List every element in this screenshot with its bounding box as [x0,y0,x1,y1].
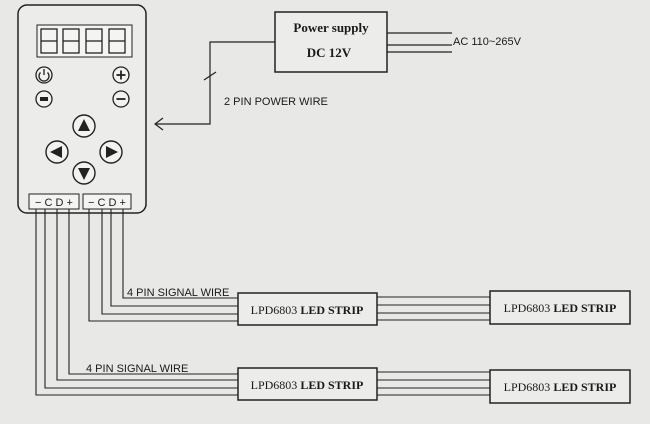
power-icon[interactable] [35,66,53,84]
power-supply-voltage: DC 12V [307,45,352,60]
mode-icon[interactable] [35,90,53,108]
led-strip-1: LPD6803 LED STRIP [237,292,378,326]
signal-wire-label-bottom: 4 PIN SIGNAL WIRE [86,363,188,375]
ac-input-wires [387,32,452,53]
display-digits [40,28,126,54]
led-strip-4: LPD6803 LED STRIP [489,369,631,404]
signal-wire-top [88,209,238,322]
led-strip-3: LPD6803 LED STRIP [237,367,378,401]
led-strip-label: LPD6803 LED STRIP [504,301,617,315]
strip-link-bottom [377,371,490,396]
controller: − C D + − C D + [17,4,147,214]
up-arrow-icon[interactable] [72,114,96,138]
power-wire-label: 2 PIN POWER WIRE [224,96,328,108]
minus-icon[interactable] [112,90,130,108]
output-port-left [28,193,80,210]
signal-wire-label-top: 4 PIN SIGNAL WIRE [127,287,229,299]
plus-icon[interactable] [112,66,130,84]
down-arrow-icon[interactable] [72,161,96,185]
port-right-label: − C D + [88,197,126,209]
signal-wire-bottom [35,209,238,396]
led-strip-label: LPD6803 LED STRIP [504,380,617,394]
right-arrow-icon[interactable] [99,140,123,164]
strip-link-top [377,296,490,321]
led-strip-2: LPD6803 LED STRIP [489,290,631,325]
port-left-label: − C D + [35,197,73,209]
power-supply-box [274,11,388,73]
led-strip-label: LPD6803 LED STRIP [251,378,364,392]
output-port-right [82,193,132,210]
power-wire [154,41,275,131]
ac-input-label: AC 110~265V [453,36,522,48]
led-strip-label: LPD6803 LED STRIP [251,303,364,317]
power-supply-title: Power supply [293,20,369,35]
left-arrow-icon[interactable] [45,140,69,164]
